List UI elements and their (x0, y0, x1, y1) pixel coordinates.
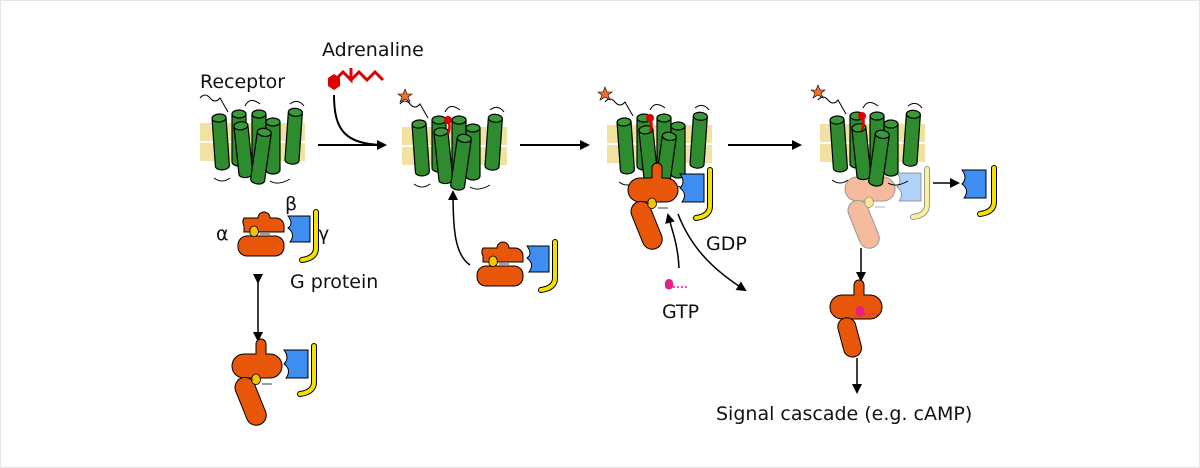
gdp-out-arrow (677, 213, 747, 292)
gdp-label: GDP (706, 233, 747, 255)
binding-arrow (333, 94, 386, 146)
alpha-label: α (216, 223, 229, 245)
gtp-in-arrow (665, 213, 680, 269)
beta-label: β (285, 193, 297, 215)
alpha-gtp-subunit (829, 279, 883, 358)
receptor-bound (400, 101, 504, 191)
g-protein-inactive (477, 242, 555, 290)
adrenaline-label: Adrenaline (322, 39, 424, 61)
g-protein-open (232, 339, 314, 428)
recruit-arrow (448, 190, 471, 266)
star-icon (597, 86, 613, 101)
g-protein-label: G protein (290, 271, 378, 293)
star-icon (810, 84, 826, 99)
star-icon (397, 88, 413, 103)
gtp-molecule (664, 278, 688, 291)
adrenaline-molecule (328, 68, 385, 90)
receptor-inactive (200, 95, 304, 185)
g-protein-inactive (238, 212, 316, 260)
gamma-label: γ (318, 223, 329, 245)
gtp-label: GTP (662, 301, 699, 323)
beta-gamma-subunit (961, 165, 997, 217)
receptor-label: Receptor (200, 71, 285, 93)
signal-cascade-label: Signal cascade (e.g. cAMP) (716, 403, 972, 425)
